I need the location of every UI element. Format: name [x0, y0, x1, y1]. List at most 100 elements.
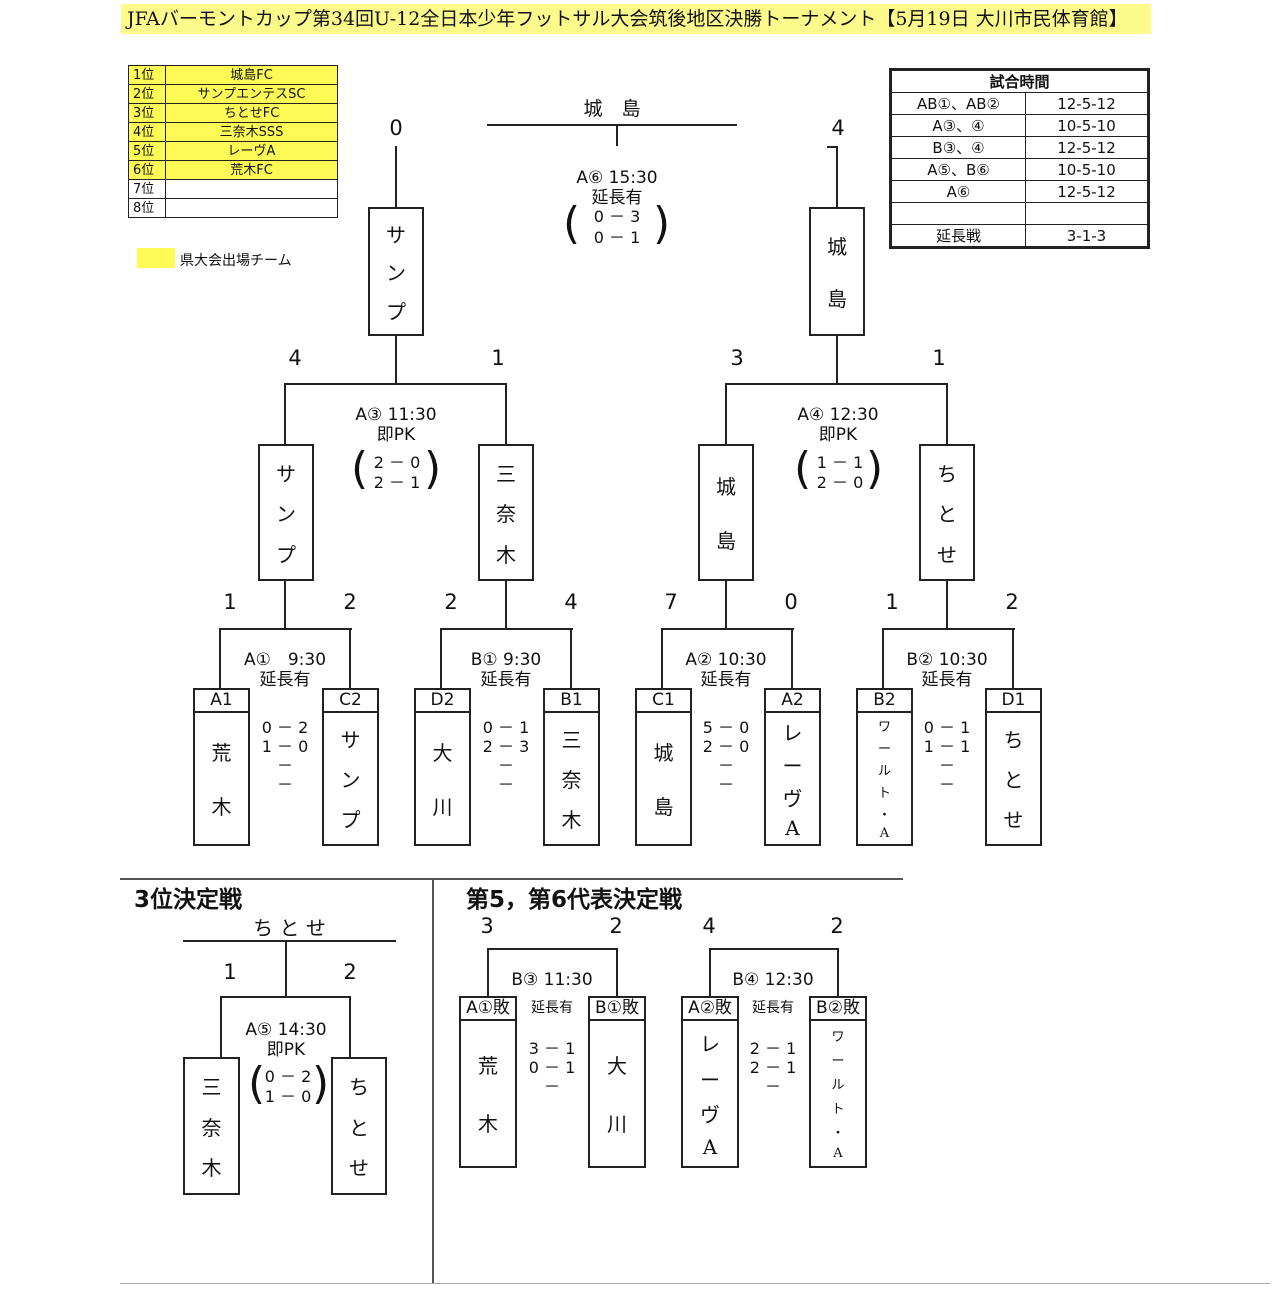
quarter-score: 2 － 3 — [482, 737, 530, 756]
quarter-score: 0 － 1 — [923, 718, 971, 737]
quarter-score: － — [717, 756, 734, 775]
quarter-label-rule: 延長有 — [480, 670, 532, 690]
team-name-char: ト — [877, 786, 891, 801]
times-matches: A③、④ — [890, 114, 1026, 137]
semi-b-label-time: A④ 12:30 — [797, 405, 879, 425]
team-name-char: ・ — [831, 1126, 845, 1141]
team-name: 城島 — [716, 446, 736, 579]
placement-right-total: 2 — [609, 914, 623, 938]
third-right-drop — [349, 996, 351, 1058]
quarter-score: － — [276, 775, 293, 794]
legend-label: 県大会出場チーム — [180, 253, 292, 269]
ranking-row: 6位荒木FC — [128, 160, 338, 180]
ranking-row: 7位 — [128, 179, 338, 199]
team-code: C1 — [637, 690, 690, 713]
team-name-char: せ — [349, 1156, 369, 1181]
quarter-score: － — [497, 756, 514, 775]
team-name: 荒木 — [212, 713, 232, 844]
team-name-char: A — [785, 816, 800, 840]
semi-b-bar — [725, 383, 948, 385]
quarter-right-drop — [570, 628, 572, 689]
semi-a-up — [395, 336, 397, 384]
ranking-position: 1位 — [128, 65, 166, 85]
quarter-score: － — [276, 756, 293, 775]
ranking-team — [165, 179, 338, 199]
team-code: D2 — [416, 690, 469, 713]
ranking-row: 3位ちとせFC — [128, 103, 338, 123]
final-paren-left: ( — [563, 198, 581, 249]
placement-score: － — [764, 1077, 781, 1096]
placement-bar — [709, 948, 839, 950]
quarter-bar — [440, 628, 573, 630]
team-name: ちとせ — [1004, 713, 1024, 844]
third-score-2: 1 － 0 — [264, 1087, 312, 1106]
ranking-position: 3位 — [128, 103, 166, 123]
times-matches: AB①、AB② — [890, 92, 1026, 115]
times-matches — [890, 202, 1026, 225]
legend-swatch — [137, 248, 175, 268]
q2-up — [505, 580, 507, 629]
semi-b-label-rule: 即PK — [818, 425, 858, 445]
quarter-score: － — [497, 775, 514, 794]
quarter-right-total: 0 — [784, 590, 798, 614]
team-name-char: ヴ — [700, 1103, 720, 1128]
page-bottom-rule — [120, 1283, 1270, 1284]
placement-right-team: B①敗大川 — [588, 996, 646, 1168]
team-name-char: 木 — [496, 542, 516, 567]
third-paren-left: ( — [248, 1058, 266, 1109]
final-right-team: 城島 — [809, 207, 865, 336]
team-name-char: ル — [877, 764, 891, 779]
team-name-char: A — [879, 826, 890, 841]
team-name: サンプ — [386, 209, 406, 334]
times-matches: B③、④ — [890, 136, 1026, 159]
placement-score: － — [543, 1077, 560, 1096]
final-winner-line — [487, 124, 737, 126]
section-divider — [120, 878, 903, 880]
team-name-char: ン — [340, 768, 361, 792]
semi-a-left-team: サンプ — [258, 444, 314, 581]
team-code: A①敗 — [461, 998, 515, 1021]
team-name-char: ち — [349, 1074, 369, 1099]
semi-b-paren-left: ( — [794, 443, 812, 494]
team-name-char: 三 — [496, 461, 516, 486]
times-matches: A⑤、B⑥ — [890, 158, 1026, 181]
quarter-score: 1 － 1 — [923, 737, 971, 756]
final-score-1: 0 － 3 — [593, 207, 641, 226]
team-name-char: ヴ — [782, 787, 803, 811]
ranking-team: 三奈木SSS — [165, 122, 338, 142]
semi-a-label-rule: 即PK — [376, 425, 416, 445]
team-name-char: ち — [1003, 728, 1024, 752]
quarter-left-drop — [219, 628, 221, 689]
semi-b-left-drop — [725, 383, 727, 445]
semi-b-score-2: 2 － 0 — [816, 473, 864, 492]
placement-score: 3 － 1 — [528, 1039, 576, 1058]
team-name-char: ル — [831, 1078, 845, 1093]
team-code: C2 — [324, 690, 377, 713]
final-score-2: 0 － 1 — [593, 228, 641, 247]
placement-right-team: B②敗ワールト・A — [809, 996, 867, 1168]
team-name-char: 城 — [653, 741, 674, 766]
third-label-time: A⑤ 14:30 — [245, 1020, 327, 1040]
placement-left-drop — [709, 948, 711, 996]
placement-right-drop — [837, 948, 839, 996]
team-name-char: ト — [831, 1102, 845, 1117]
ranking-team: レーヴA — [165, 141, 338, 161]
semi-b-right-drop — [946, 383, 948, 445]
quarter-left-total: 1 — [223, 590, 237, 614]
final-right-hook — [827, 146, 838, 148]
team-name-char: せ — [937, 542, 957, 567]
quarter-right-drop — [1012, 628, 1014, 689]
quarter-left-drop — [661, 628, 663, 689]
q3-up — [725, 580, 727, 629]
team-name-char: A — [702, 1135, 718, 1160]
team-name-char: ン — [276, 502, 296, 526]
team-name-char: 三 — [561, 728, 582, 752]
team-name-char: と — [349, 1115, 369, 1140]
